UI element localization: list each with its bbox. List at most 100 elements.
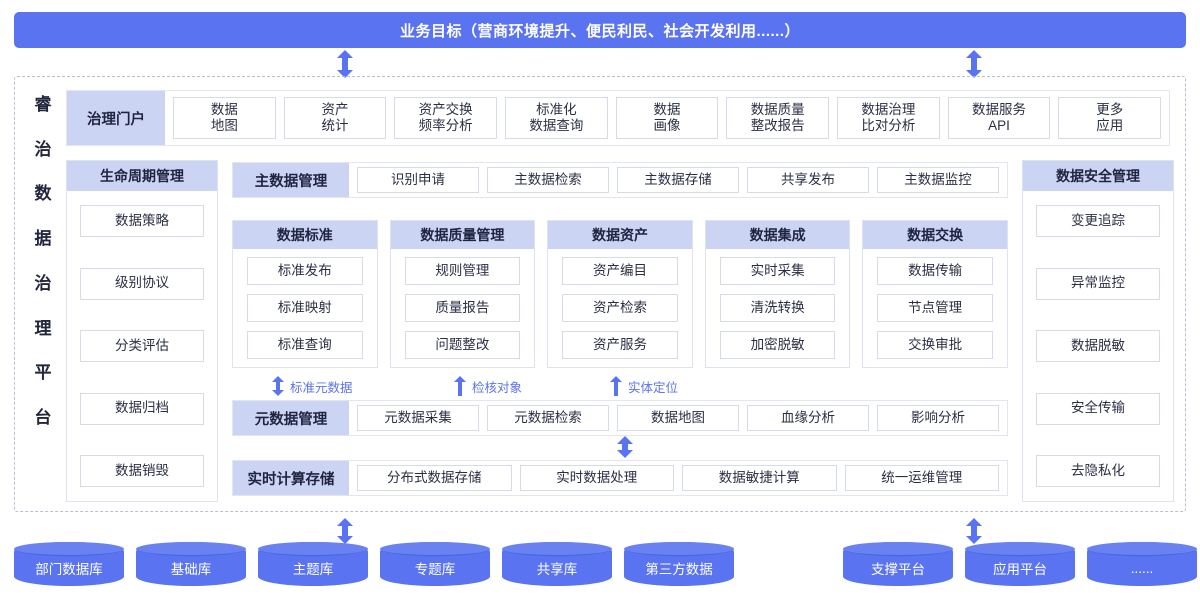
- portal-item[interactable]: 数据 地图: [173, 97, 276, 139]
- database-cylinder-icon[interactable]: 第三方数据: [624, 542, 734, 586]
- portal-item[interactable]: 数据治理 比对分析: [837, 97, 940, 139]
- double-arrow-icon: [272, 376, 284, 396]
- lifecycle-item[interactable]: 数据归档: [80, 392, 204, 425]
- master-data-item[interactable]: 共享发布: [747, 167, 869, 193]
- domain-item[interactable]: 资产检索: [562, 294, 678, 322]
- platform-cylinder-more-icon[interactable]: ......: [1087, 542, 1197, 586]
- security-item[interactable]: 数据脱敏: [1036, 330, 1160, 362]
- domain-column-data-exchange: 数据交换 数据传输 节点管理 交换审批: [862, 220, 1008, 368]
- lifecycle-item-list: 数据策略 级别协议 分类评估 数据归档 数据销毁: [67, 191, 217, 501]
- portal-item-more[interactable]: 更多 应用: [1058, 97, 1162, 139]
- portal-section-title: 治理门户: [67, 91, 165, 145]
- platform-name-char: 据: [34, 229, 52, 249]
- metadata-item[interactable]: 数据地图: [617, 405, 739, 431]
- domain-item[interactable]: 交换审批: [877, 331, 993, 359]
- business-goal-banner: 业务目标（营商环境提升、便民利民、社会开发利用......）: [14, 12, 1186, 48]
- platform-cylinder-icon[interactable]: 支撑平台: [843, 542, 953, 586]
- security-item[interactable]: 安全传输: [1036, 392, 1160, 425]
- master-data-item[interactable]: 主数据存储: [617, 167, 739, 193]
- portal-item[interactable]: 资产 统计: [283, 97, 387, 139]
- flow-label-entity-location: 实体定位: [610, 376, 678, 396]
- domain-item[interactable]: 实时采集: [719, 257, 836, 285]
- domain-item[interactable]: 加密脱敏: [719, 331, 836, 359]
- platform-name-char: 台: [34, 407, 52, 427]
- domain-item[interactable]: 标准查询: [247, 331, 363, 359]
- lifecycle-item[interactable]: 分类评估: [80, 330, 204, 362]
- domain-item[interactable]: 数据传输: [877, 257, 993, 285]
- arrow-head-down-icon: [617, 450, 633, 458]
- domain-title: 数据交换: [863, 221, 1007, 249]
- security-item[interactable]: 变更追踪: [1036, 205, 1160, 237]
- arrow-head-down-icon: [966, 70, 982, 78]
- master-data-row: 主数据管理 识别申请 主数据检索 主数据存储 共享发布 主数据监控: [232, 162, 1008, 198]
- master-data-item[interactable]: 识别申请: [357, 167, 479, 193]
- arrow-shaft: [458, 382, 462, 396]
- domain-item[interactable]: 节点管理: [877, 294, 993, 322]
- arrow-head-up-icon: [966, 50, 982, 58]
- arrow-shaft: [342, 526, 348, 536]
- lifecycle-item[interactable]: 数据策略: [80, 205, 204, 237]
- domain-columns: 数据标准 标准发布 标准映射 标准查询 数据质量管理 规则管理 质量报告 问题整…: [232, 220, 1008, 368]
- portal-item[interactable]: 数据 画像: [615, 97, 719, 139]
- lifecycle-title: 生命周期管理: [67, 161, 217, 191]
- flow-label-check-object: 检核对象: [454, 376, 522, 396]
- arrow-head-up-icon: [610, 376, 622, 382]
- platform-name-char: 数: [34, 184, 52, 204]
- domain-title: 数据质量管理: [390, 221, 535, 249]
- database-label: 共享库: [536, 562, 578, 577]
- domain-item[interactable]: 资产编目: [562, 257, 678, 285]
- metadata-item[interactable]: 元数据采集: [357, 405, 479, 431]
- platform-name-char: 治: [34, 139, 52, 159]
- database-cylinder-icon[interactable]: 专题库: [380, 542, 490, 586]
- platform-label: 应用平台: [993, 562, 1047, 577]
- metadata-item[interactable]: 血缘分析: [747, 405, 869, 431]
- arrow-shaft: [971, 58, 977, 70]
- domain-item[interactable]: 问题整改: [404, 331, 521, 359]
- realtime-compute-row: 实时计算存储 分布式数据存储 实时数据处理 数据敏捷计算 统一运维管理: [232, 460, 1008, 496]
- lifecycle-item[interactable]: 级别协议: [80, 267, 204, 300]
- master-data-item[interactable]: 主数据监控: [877, 167, 999, 193]
- master-data-title: 主数据管理: [233, 163, 349, 197]
- platform-cylinder-icon[interactable]: 应用平台: [965, 542, 1075, 586]
- arrow-head-up-icon: [454, 376, 466, 382]
- security-item[interactable]: 异常监控: [1036, 267, 1160, 300]
- business-goal-text: 业务目标（营商环境提升、便民利民、社会开发利用......）: [399, 22, 800, 40]
- connector-arrow-goal-left: [337, 50, 353, 78]
- realtime-item[interactable]: 分布式数据存储: [357, 465, 512, 491]
- master-data-item[interactable]: 主数据检索: [487, 167, 609, 193]
- domain-item[interactable]: 清洗转换: [719, 294, 836, 322]
- portal-item[interactable]: 数据服务 API: [947, 97, 1051, 139]
- security-item-list: 变更追踪 异常监控 数据脱敏 安全传输 去隐私化: [1023, 191, 1173, 501]
- database-cylinder-icon[interactable]: 基础库: [136, 542, 246, 586]
- realtime-item[interactable]: 数据敏捷计算: [682, 465, 837, 491]
- domain-item-list: 实时采集 清洗转换 加密脱敏: [706, 249, 850, 367]
- domain-title: 数据资产: [548, 221, 692, 249]
- domain-item[interactable]: 质量报告: [404, 294, 521, 322]
- arrow-shaft: [622, 444, 628, 450]
- realtime-item-list: 分布式数据存储 实时数据处理 数据敏捷计算 统一运维管理: [349, 461, 1007, 495]
- metadata-item[interactable]: 元数据检索: [487, 405, 609, 431]
- database-cylinder-icon[interactable]: 主题库: [258, 542, 368, 586]
- domain-item[interactable]: 标准发布: [247, 257, 363, 285]
- realtime-item[interactable]: 统一运维管理: [844, 465, 999, 491]
- security-item[interactable]: 去隐私化: [1036, 455, 1160, 487]
- portal-item[interactable]: 数据质量 整改报告: [726, 97, 830, 139]
- domain-item[interactable]: 资产服务: [562, 331, 678, 359]
- flow-label-standard-metadata: 标准元数据: [272, 376, 353, 396]
- database-cylinder-icon[interactable]: 部门数据库: [14, 542, 124, 586]
- security-title: 数据安全管理: [1023, 161, 1173, 191]
- lifecycle-item[interactable]: 数据销毁: [80, 455, 204, 487]
- realtime-item[interactable]: 实时数据处理: [519, 465, 674, 491]
- domain-item[interactable]: 标准映射: [247, 294, 363, 322]
- metadata-item[interactable]: 影响分析: [877, 405, 999, 431]
- domain-title: 数据标准: [233, 221, 377, 249]
- up-arrow-icon: [610, 376, 622, 396]
- portal-item[interactable]: 资产交换 频率分析: [394, 97, 498, 139]
- master-data-item-list: 识别申请 主数据检索 主数据存储 共享发布 主数据监控: [349, 163, 1007, 197]
- data-source-group-left: 部门数据库 基础库 主题库 专题库 共享库 第三方数据: [14, 542, 734, 586]
- portal-item-list: 数据 地图 资产 统计 资产交换 频率分析 标准化 数据查询 数据 画像 数据质…: [165, 91, 1169, 145]
- database-cylinder-icon[interactable]: 共享库: [502, 542, 612, 586]
- realtime-title: 实时计算存储: [233, 461, 349, 495]
- portal-item[interactable]: 标准化 数据查询: [505, 97, 608, 139]
- domain-item[interactable]: 规则管理: [404, 257, 521, 285]
